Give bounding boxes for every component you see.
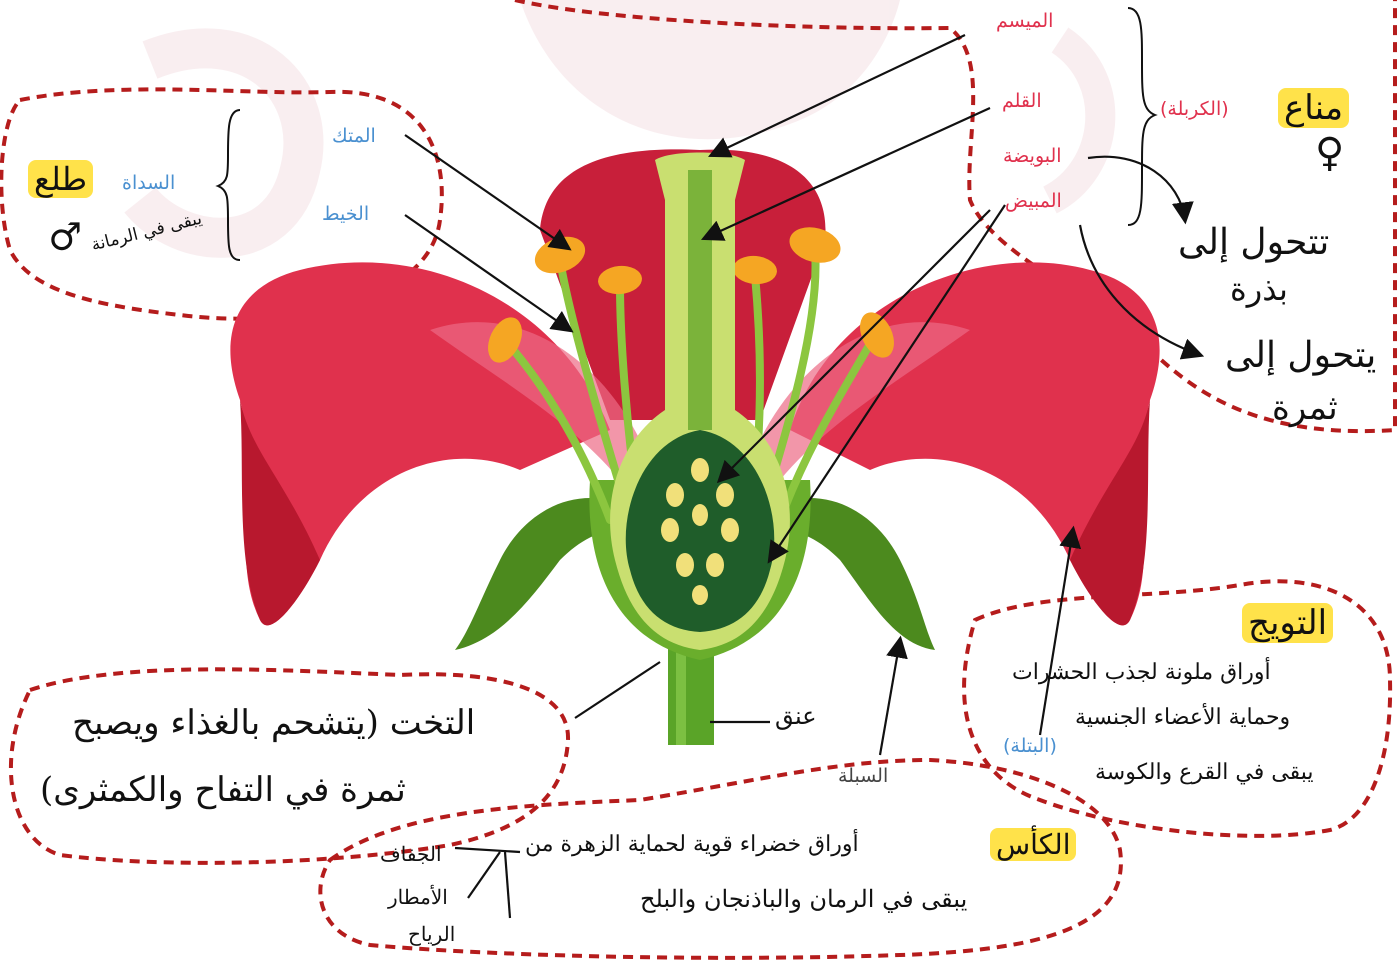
- anther-label: المتك: [332, 125, 376, 147]
- receptacle-line2: ثمرة في التفاح والكمثرى): [40, 770, 406, 810]
- calyx-line1: أوراق خضراء قوية لحماية الزهرة من: [525, 832, 859, 857]
- threat-wind: الرياح: [408, 922, 455, 946]
- ovary-label: المبيض: [1005, 190, 1062, 212]
- corolla-line1: أوراق ملونة لجذب الحشرات: [1012, 660, 1271, 685]
- ovule-seed-note: بذرة: [1230, 270, 1288, 308]
- stamen-label: السداة: [122, 172, 175, 194]
- calyx-line2: يبقى في الرمان والباذنجان والبلح: [640, 885, 967, 913]
- style-label: القلم: [1002, 90, 1042, 112]
- carpel-label: (الكربلة): [1160, 98, 1229, 120]
- ovule-becomes-note: تتحول إلى: [1178, 222, 1329, 263]
- threat-drought: الجفاف: [380, 842, 442, 866]
- receptacle-dashed-region: [11, 669, 568, 863]
- stalk-note: عنق: [775, 702, 817, 730]
- sepal-label: السبلة: [838, 765, 888, 787]
- ovary-becomes-note: يتحول إلى: [1225, 335, 1376, 376]
- style-tube: [688, 170, 712, 430]
- calyx-title: الكأس: [990, 828, 1076, 861]
- ovule-label: البويضة: [1003, 145, 1062, 167]
- male-symbol: ♂: [48, 215, 82, 259]
- male-note: طلع: [28, 160, 93, 198]
- petal-label: (البتلة): [1003, 735, 1057, 757]
- threat-rain: الأمطار: [388, 885, 448, 909]
- corolla-title: التويج: [1242, 603, 1333, 643]
- flower-illustration: [230, 149, 1159, 745]
- carpel-brace: [1128, 8, 1155, 225]
- receptacle-line1: التخت (يتشحم بالغذاء ويصبح: [72, 703, 475, 743]
- corolla-line3: يبقى في القرع والكوسة: [1095, 760, 1313, 785]
- ovary-fruit-note: ثمرة: [1272, 388, 1338, 428]
- corolla-line2: وحماية الأعضاء الجنسية: [1075, 705, 1290, 730]
- stigma-label: الميسم: [996, 10, 1053, 32]
- female-note: مناع: [1278, 88, 1349, 128]
- female-symbol: ♀: [1315, 130, 1344, 176]
- filament-label: الخيط: [322, 203, 369, 225]
